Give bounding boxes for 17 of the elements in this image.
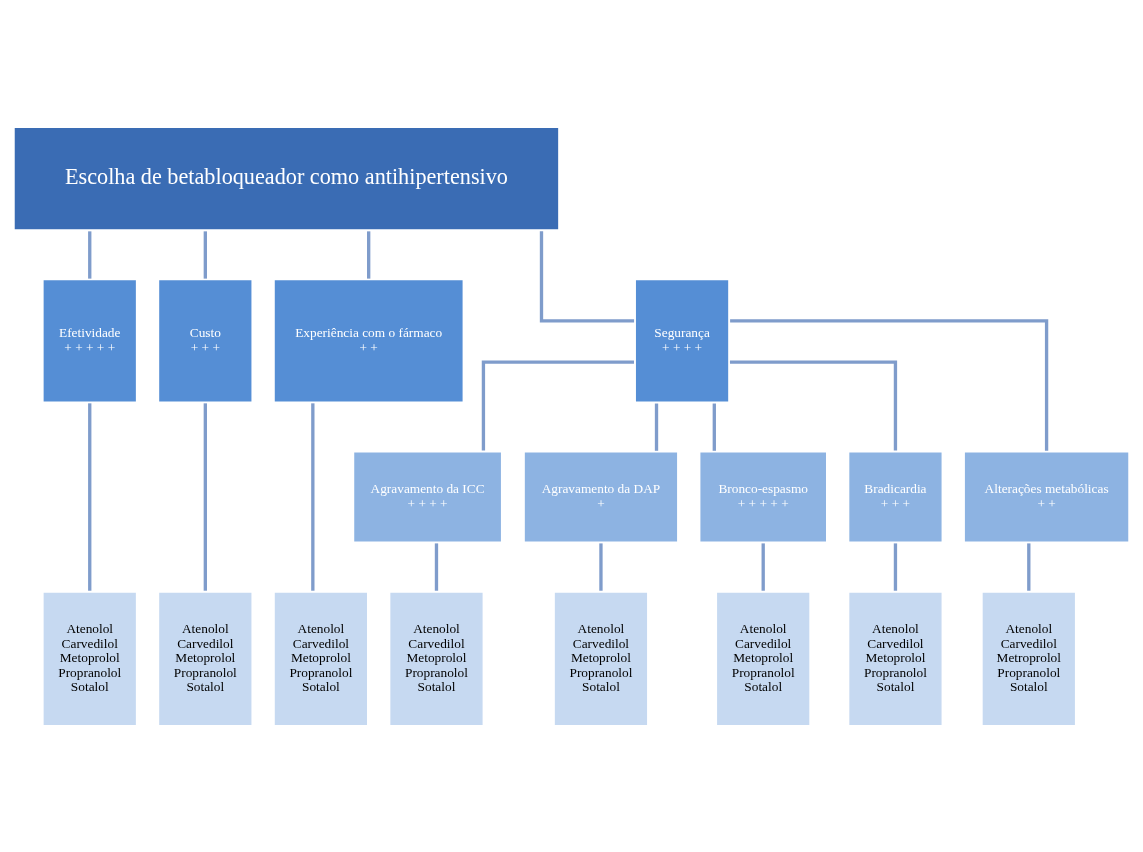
connector	[203, 230, 207, 279]
connector	[481, 359, 634, 451]
connector	[203, 402, 207, 591]
connector	[893, 542, 898, 591]
connector	[712, 403, 716, 451]
connector	[539, 230, 635, 323]
connector	[311, 402, 315, 591]
connector	[654, 403, 659, 451]
connector	[434, 542, 439, 591]
connector	[730, 318, 1049, 451]
connector	[729, 359, 898, 451]
connector	[367, 230, 371, 279]
connector	[88, 230, 92, 279]
connector	[761, 542, 765, 591]
connector	[599, 542, 603, 591]
connector	[88, 402, 92, 591]
connector	[1027, 542, 1031, 591]
